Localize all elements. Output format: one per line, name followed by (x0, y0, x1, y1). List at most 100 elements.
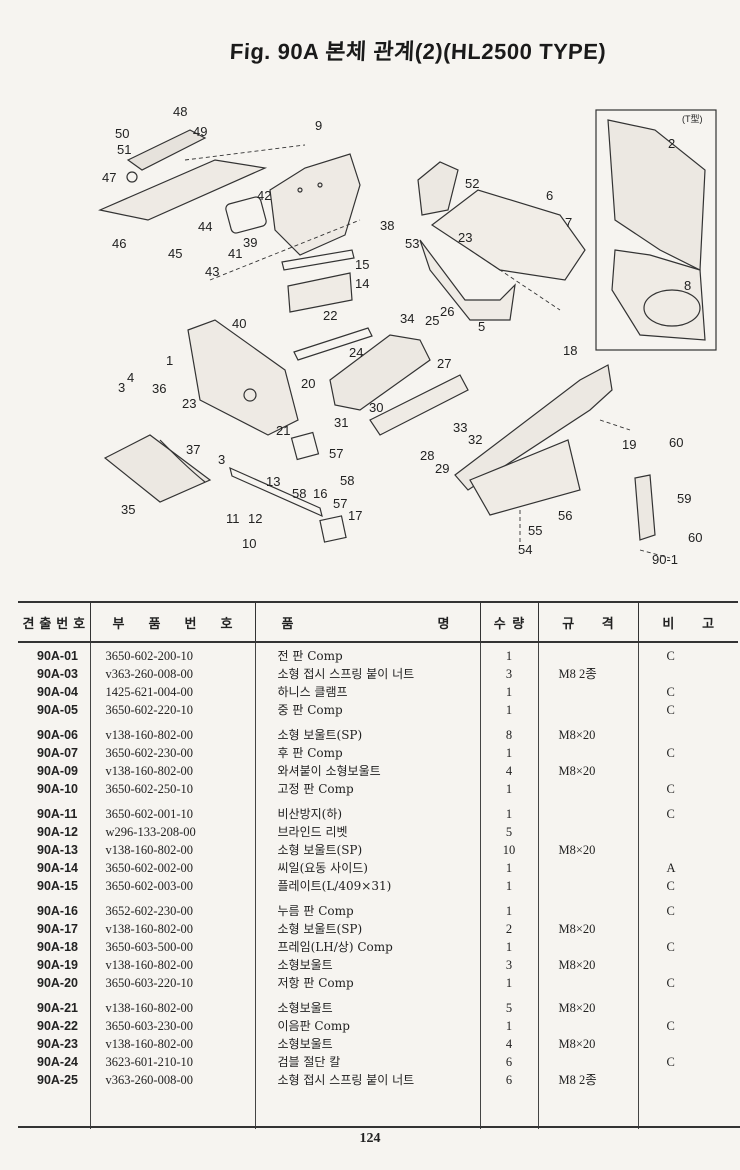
callout-label: 23 (182, 396, 196, 411)
cell-name: 소형 보울트(SP) (277, 922, 363, 936)
cell-part-no: v138-160-802-00 (105, 1001, 194, 1015)
cell-part-no: 3650-603-500-00 (105, 940, 194, 954)
cell-qty: 6 (505, 1055, 513, 1069)
callout-label: 58 (292, 486, 306, 501)
cell-index: 90A-04 (37, 685, 78, 699)
callout-label: 29 (435, 461, 449, 476)
cell-spec (539, 1053, 638, 1071)
cell-remark (639, 841, 739, 859)
callout-label: 4 (127, 370, 134, 385)
cell-spec (539, 823, 638, 841)
cell-part-no: 3650-602-230-00 (105, 746, 194, 760)
part-shape-24 (329, 334, 431, 411)
callout-label: 40 (232, 316, 246, 331)
callout-label: 26 (440, 304, 454, 319)
cell-part-no: v363-260-008-00 (105, 667, 194, 681)
callout-label: 19 (622, 437, 636, 452)
figure-title: Fig. 90A 본체 관계(2)(HL2500 TYPE) (229, 39, 607, 64)
callout-label: 59 (677, 491, 691, 506)
cell-part-no: 3650-602-250-10 (105, 782, 194, 796)
cell-qty: 1 (505, 703, 513, 717)
part-shape-17 (319, 515, 347, 543)
cell-remark: C (666, 746, 675, 760)
cell-qty: 1 (505, 1019, 513, 1033)
part-shape-52 (417, 161, 459, 216)
cell-remark (639, 1035, 739, 1053)
cell-index: 90A-06 (37, 728, 78, 742)
cell-part-no: v138-160-802-00 (105, 843, 194, 857)
cell-name: 이음판 Comp (277, 1019, 350, 1033)
cell-index: 90A-22 (37, 1019, 78, 1033)
cell-remark (639, 999, 739, 1017)
part-shape-46 (98, 159, 268, 221)
cell-name: 플레이트(L/409×31) (277, 879, 392, 893)
cell-name: 소형보울트 (277, 1037, 333, 1051)
callout-label: 55 (528, 523, 542, 538)
callout-label: 22 (323, 308, 337, 323)
cell-index: 90A-19 (37, 958, 78, 972)
cell-remark (639, 1071, 739, 1089)
cell-spec (539, 1017, 638, 1035)
cell-part-no: 3650-602-003-00 (105, 879, 194, 893)
cell-remark: C (666, 940, 675, 954)
part-shape-18 (454, 364, 613, 491)
callout-label: 50 (115, 126, 129, 141)
cell-remark (639, 665, 739, 683)
cell-index: 90A-16 (37, 904, 78, 918)
cell-part-no: 3652-602-230-00 (105, 904, 194, 918)
callout-label: 5 (478, 319, 485, 334)
callout-label: 20 (301, 376, 315, 391)
part-shape-7 (430, 189, 586, 281)
cell-remark: C (666, 879, 675, 893)
cell-part-no: 3650-603-220-10 (105, 976, 194, 990)
cell-part-no: w296-133-208-00 (105, 825, 196, 839)
cell-remark: C (666, 782, 675, 796)
cell-index: 90A-17 (37, 922, 78, 936)
cell-spec: M8×20 (558, 1037, 596, 1051)
cell-remark (639, 956, 739, 974)
callout-label: 21 (276, 423, 290, 438)
cell-remark: A (666, 861, 676, 875)
part-shape-11 (229, 466, 323, 518)
cell-qty: 1 (505, 807, 513, 821)
callout-label: 46 (112, 236, 126, 251)
callout-label: 11 (226, 511, 240, 526)
callout-label: 39 (243, 235, 257, 250)
callout-label: 24 (349, 345, 363, 360)
part-shape-47 (126, 171, 138, 183)
cell-part-no: 3650-602-220-10 (105, 703, 194, 717)
callout-label: 30 (369, 400, 383, 415)
cell-spec (539, 780, 638, 798)
callout-label: 34 (400, 311, 414, 326)
cell-index: 90A-25 (37, 1073, 78, 1087)
inset-frame (595, 109, 717, 351)
callout-label: 6 (546, 188, 553, 203)
part-shape-35 (103, 434, 212, 503)
callout-label: 33 (453, 420, 467, 435)
cell-remark: C (666, 1019, 675, 1033)
callout-label: 10 (242, 536, 256, 551)
callout-label: 31 (334, 415, 348, 430)
cell-name: 검블 절단 칼 (277, 1055, 341, 1069)
callout-label: 42 (257, 188, 271, 203)
cell-index: 90A-12 (37, 825, 78, 839)
callout-label: 18 (563, 343, 577, 358)
cell-index: 90A-14 (37, 861, 78, 875)
cell-part-no: 3650-602-002-00 (105, 861, 194, 875)
callout-label: 27 (437, 356, 451, 371)
callout-label: 9 (315, 118, 322, 133)
cell-spec: M8×20 (558, 764, 596, 778)
callout-label: 7 (565, 215, 572, 230)
table-bottom-rule (18, 1126, 740, 1128)
cell-qty: 2 (505, 922, 513, 936)
cell-spec (539, 683, 638, 701)
cell-name: 저항 판 Comp (277, 976, 354, 990)
callout-label: 3 (218, 452, 225, 467)
callout-label: 58 (340, 473, 354, 488)
cell-qty: 8 (505, 728, 513, 742)
